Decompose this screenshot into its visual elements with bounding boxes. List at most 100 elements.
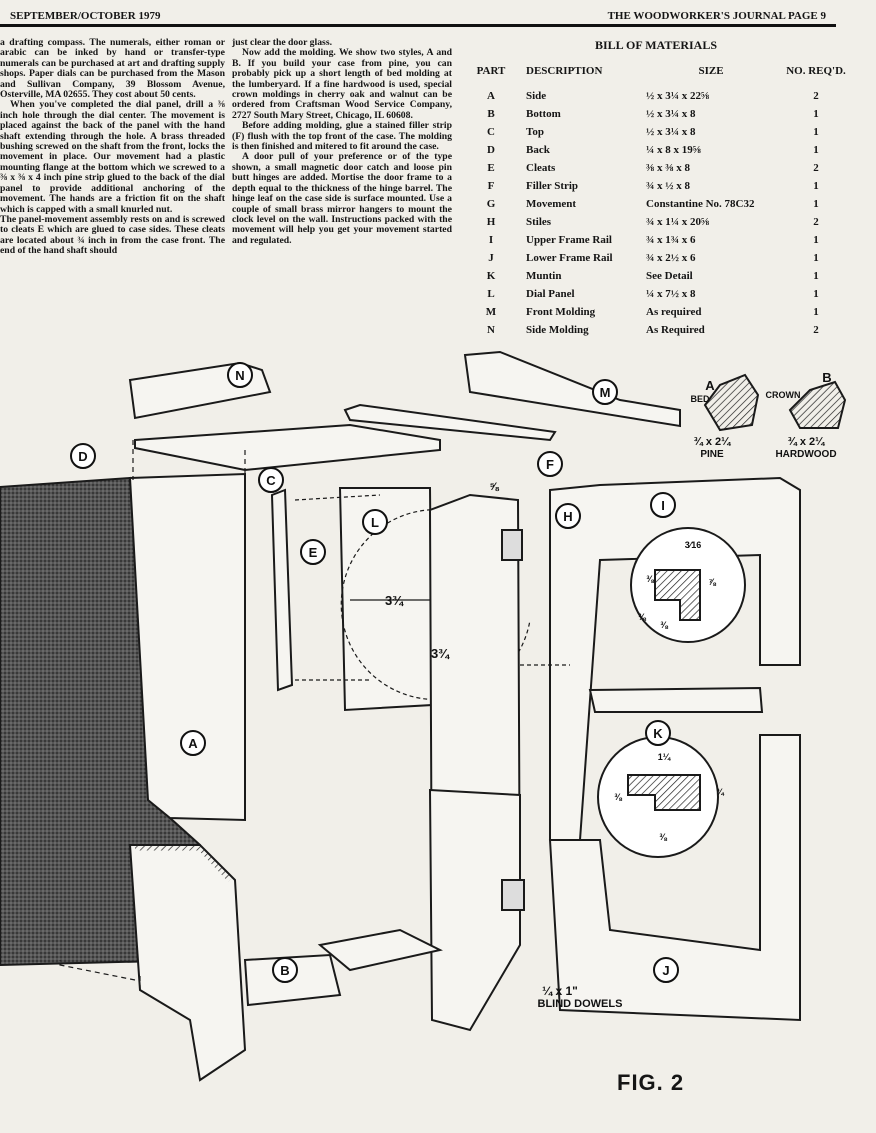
profile-b-size: ¾ x 2¼ — [788, 436, 826, 448]
bom-title: BILL OF MATERIALS — [594, 38, 718, 52]
detail-dimension: ⅜ — [646, 574, 654, 584]
profile-a-name: BED — [690, 394, 710, 404]
part-label-circle — [362, 509, 388, 535]
bom-part: M — [485, 306, 497, 318]
paragraph: Before adding molding, glue a stained fi… — [232, 120, 452, 153]
bom-size: ½ x 3¼ x 8 — [646, 108, 696, 120]
bom-qty: 1 — [813, 144, 819, 156]
part-label: K — [653, 726, 663, 741]
part-label: L — [371, 515, 379, 530]
profile-b-name: CROWN — [766, 390, 801, 400]
text-column-2: just clear the door glass. Now add the m… — [232, 37, 452, 246]
part-label-circle — [645, 720, 671, 746]
bom-size: ½ x 3¼ x 8 — [646, 126, 696, 138]
bom-header-part: PART — [476, 65, 506, 77]
part-label-circle — [650, 492, 676, 518]
bom-qty: 2 — [813, 216, 819, 228]
bom-part: H — [486, 216, 496, 228]
issue-date: SEPTEMBER/OCTOBER 1979 — [10, 10, 161, 22]
part-label-circle — [180, 730, 206, 756]
paragraph: just clear the door glass. — [232, 37, 333, 48]
paragraph: a drafting compass. The numerals, either… — [0, 37, 225, 101]
part-label-circle — [555, 503, 581, 529]
bom-part: K — [486, 270, 496, 282]
part-label: F — [546, 457, 554, 472]
bom-qty: 1 — [813, 198, 819, 210]
part-label: C — [266, 473, 276, 488]
bom-qty: 1 — [813, 126, 819, 138]
bom-qty: 1 — [813, 252, 819, 264]
part-label: D — [78, 449, 87, 464]
bom-header-description: DESCRIPTION — [526, 65, 603, 77]
bom-description: Lower Frame Rail — [526, 252, 613, 264]
part-label: B — [280, 963, 289, 978]
bom-size: ⅜ x ⅜ x 8 — [646, 162, 690, 174]
bom-description: Muntin — [526, 270, 562, 282]
part-label-circle — [272, 957, 298, 983]
bom-size: ¾ x 2½ x 6 — [646, 252, 696, 264]
part-label: J — [662, 963, 669, 978]
bom-description: Bottom — [526, 108, 561, 120]
bom-qty: 1 — [813, 108, 819, 120]
bom-description: Back — [526, 144, 550, 156]
part-label-circle — [300, 539, 326, 565]
bom-size: ¾ x 1¾ x 6 — [646, 234, 696, 246]
part-label-circle — [592, 379, 618, 405]
dowel-size: ¼ x 1" — [542, 984, 578, 998]
part-label-circle — [227, 362, 253, 388]
part-label-circle — [258, 467, 284, 493]
paragraph: A door pull of your preference or of the… — [232, 151, 452, 246]
bom-part: F — [487, 180, 495, 192]
bom-qty: 2 — [813, 324, 819, 336]
bom-description: Movement — [526, 198, 577, 210]
dim-top-thickness: ⅝ — [489, 481, 499, 493]
part-label: A — [188, 736, 198, 751]
detail-dimension: 1¼ — [658, 752, 672, 762]
detail-dimension: 3⁄16 — [685, 540, 702, 550]
bom-header-qty: NO. REQ'D. — [786, 65, 846, 77]
bom-description: Front Molding — [526, 306, 596, 318]
bom-qty: 2 — [813, 162, 819, 174]
profile-a-letter: A — [705, 378, 715, 393]
profile-b-wood: HARDWOOD — [775, 449, 836, 460]
dim-dial-vertical: 3¾ — [431, 646, 450, 661]
paragraph: When you've completed the dial panel, dr… — [0, 99, 225, 215]
text-column-1: a drafting compass. The numerals, either… — [0, 37, 225, 257]
bom-description: Top — [526, 126, 544, 138]
detail-dimension: ⅞ — [708, 577, 716, 587]
bom-size: ¾ x ½ x 8 — [646, 180, 690, 192]
bom-qty: 2 — [813, 90, 819, 102]
bom-qty: 1 — [813, 270, 819, 282]
profile-a-wood: PINE — [700, 449, 724, 460]
detail-dimension: ¾ — [716, 787, 725, 797]
bom-part: G — [486, 198, 496, 210]
bom-description: Stiles — [526, 216, 552, 228]
bom-description: Side Molding — [526, 324, 589, 336]
dowel-label: BLIND DOWELS — [538, 998, 623, 1010]
bom-part: E — [487, 162, 495, 174]
bill-of-materials: BILL OF MATERIALS PART DESCRIPTION SIZE … — [456, 38, 856, 339]
bom-size: ¼ x 7½ x 8 — [646, 288, 696, 300]
bom-size: ¼ x 8 x 19⅝ — [646, 144, 701, 156]
bom-header-row: PART DESCRIPTION SIZE NO. REQ'D. — [456, 63, 856, 87]
page-header: SEPTEMBER/OCTOBER 1979 THE WOODWORKER'S … — [10, 10, 826, 30]
bom-size: See Detail — [646, 270, 693, 282]
bom-size: ¾ x 1¼ x 20⅝ — [646, 216, 710, 228]
part-label-circle — [70, 443, 96, 469]
bom-qty: 1 — [813, 180, 819, 192]
bom-part: N — [487, 324, 495, 336]
bom-part: L — [487, 288, 495, 300]
bom-qty: 1 — [813, 306, 819, 318]
bom-row: H Stiles ¾ x 1¼ x 20⅝ 2 — [456, 213, 856, 231]
bom-part: B — [487, 108, 495, 120]
profile-a-size: ¾ x 2¼ — [694, 436, 732, 448]
